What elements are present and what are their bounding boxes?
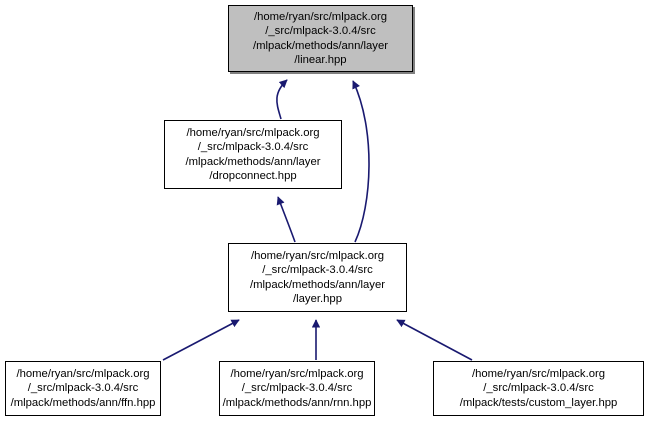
node-custom-layer-hpp-label: /home/ryan/src/mlpack.org /_src/mlpack-3… — [459, 368, 618, 409]
node-dropconnect-hpp-label: /home/ryan/src/mlpack.org /_src/mlpack-3… — [185, 127, 321, 182]
node-linear-hpp-label: /home/ryan/src/mlpack.org /_src/mlpack-3… — [253, 11, 388, 66]
edge-layer-to-linear — [352, 80, 370, 243]
node-ffn-hpp[interactable]: /home/ryan/src/mlpack.org /_src/mlpack-3… — [5, 361, 161, 416]
node-layer-hpp[interactable]: /home/ryan/src/mlpack.org /_src/mlpack-3… — [228, 243, 407, 312]
node-ffn-hpp-label: /home/ryan/src/mlpack.org /_src/mlpack-3… — [10, 368, 156, 409]
node-dropconnect-hpp[interactable]: /home/ryan/src/mlpack.org /_src/mlpack-3… — [164, 120, 342, 189]
edge-ffn-to-layer — [162, 319, 240, 361]
edge-dropconnect-to-linear — [276, 79, 288, 120]
node-custom-layer-hpp[interactable]: /home/ryan/src/mlpack.org /_src/mlpack-3… — [433, 361, 644, 416]
edge-customlayer-to-layer — [396, 319, 473, 361]
node-rnn-hpp-label: /home/ryan/src/mlpack.org /_src/mlpack-3… — [222, 368, 372, 409]
node-layer-hpp-label: /home/ryan/src/mlpack.org /_src/mlpack-3… — [250, 250, 385, 305]
node-rnn-hpp[interactable]: /home/ryan/src/mlpack.org /_src/mlpack-3… — [219, 361, 375, 416]
node-linear-hpp[interactable]: /home/ryan/src/mlpack.org /_src/mlpack-3… — [228, 5, 413, 72]
edge-layer-to-dropconnect — [276, 196, 296, 243]
